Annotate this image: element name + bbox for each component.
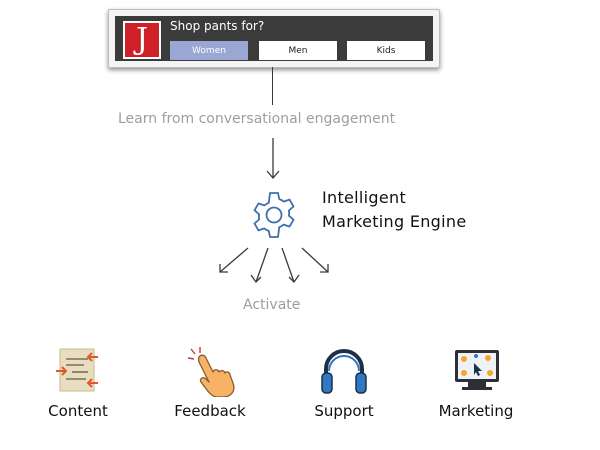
gear-icon	[253, 192, 295, 238]
arrow-down-icon	[266, 138, 280, 179]
headphones-icon	[321, 349, 367, 394]
widget-question: Shop pants for?	[170, 19, 265, 33]
activate-caption: Activate	[243, 297, 301, 313]
monitor-dashboard-icon	[455, 350, 499, 390]
option-kids-button[interactable]: Kids	[347, 41, 425, 60]
channel-marketing-label: Marketing	[438, 402, 514, 420]
channel-content-label: Content	[48, 402, 108, 420]
tap-hand-icon	[187, 347, 235, 397]
activate-arrows-icon	[219, 247, 329, 284]
brand-logo: J	[123, 21, 161, 59]
chat-widget: J Shop pants for? Women Men Kids	[108, 9, 440, 68]
learn-caption: Learn from conversational engagement	[118, 111, 396, 127]
option-women-button[interactable]: Women	[170, 41, 248, 60]
channel-feedback-label: Feedback	[174, 402, 246, 420]
engine-title-line2: Marketing Engine	[322, 212, 467, 231]
engine-title: Intelligent Marketing Engine	[322, 186, 466, 234]
engine-title-line1: Intelligent	[322, 188, 407, 207]
channel-support-label: Support	[314, 402, 374, 420]
content-icon	[56, 348, 98, 392]
chat-widget-panel: J Shop pants for? Women Men Kids	[115, 16, 433, 61]
option-men-button[interactable]: Men	[259, 41, 337, 60]
connector-line-top	[272, 67, 273, 105]
